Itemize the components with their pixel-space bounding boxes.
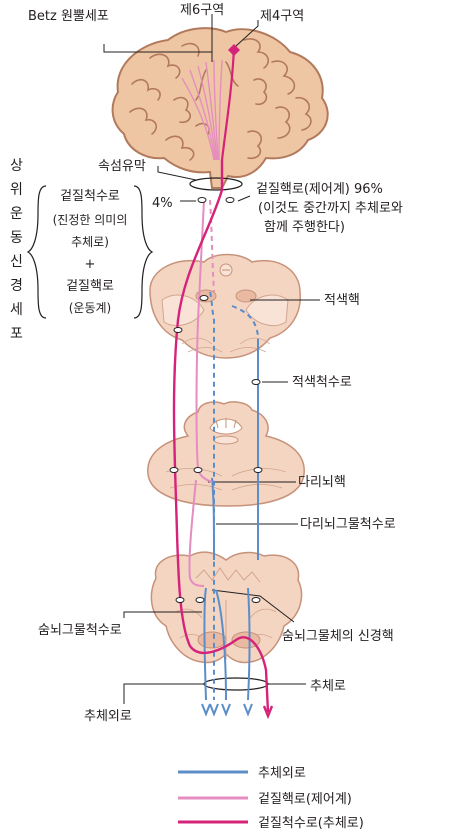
left-brace	[26, 185, 47, 319]
pyramidal-label: 추체로	[310, 679, 346, 694]
area4-label: 제4구역	[260, 9, 304, 24]
betz-cell-marker	[228, 44, 240, 56]
pons-section	[147, 401, 305, 507]
svg-text:+: +	[85, 257, 96, 272]
svg-text:추체로): 추체로)	[71, 235, 109, 249]
pontine-nucleus-label: 다리뇌핵	[298, 475, 346, 490]
cortico-nuclear-note-1: (이것도 중간까지 추체로와	[258, 201, 403, 216]
rubrospinal-label: 적색척수로	[292, 375, 352, 390]
reticular-nucleus-label: 숨뇌그물체의 신경핵	[282, 629, 394, 644]
internal-capsule-label: 속섬유막	[98, 159, 146, 174]
svg-text:운: 운	[10, 206, 23, 222]
svg-text:(진정한 의미의: (진정한 의미의	[53, 213, 128, 227]
legend-label-extrapyramidal: 추체외로	[258, 766, 306, 781]
betz-label: Betz 원뿔세포	[28, 9, 109, 24]
legend-label-cortico-nuclear: 겉질핵로(제어계)	[258, 792, 352, 807]
svg-text:동: 동	[10, 230, 23, 246]
right-brace	[133, 185, 154, 319]
pontoreticulospinal-label: 다리뇌그물척수로	[300, 517, 396, 532]
extrapyramidal-label: 추체외로	[84, 709, 132, 724]
medullary-reticulospinal-label: 숨뇌그물척수로	[38, 623, 122, 638]
svg-text:겉질척수로: 겉질척수로	[60, 189, 120, 204]
legend: 추체외로 겉질핵로(제어계) 겉질척수로(추체로)	[178, 766, 364, 831]
svg-text:세: 세	[10, 302, 23, 318]
svg-text:상: 상	[10, 158, 23, 174]
side-title: 상 위 운 동 신 경 세 포	[10, 158, 23, 342]
red-nucleus-label: 적색핵	[324, 293, 360, 308]
bracket-text: 겉질척수로 (진정한 의미의 추체로) + 겉질핵로 (운동계)	[53, 189, 128, 315]
tracts	[172, 160, 274, 720]
area6-label: 제6구역	[180, 3, 224, 18]
svg-text:위: 위	[10, 182, 23, 198]
midbrain-section	[149, 253, 301, 359]
brain-illustration	[111, 27, 329, 189]
pct4-label: 4%	[152, 196, 173, 211]
svg-text:(운동계): (운동계)	[69, 301, 111, 315]
tract-markers	[169, 197, 263, 603]
cortico-nuclear-note-2: 함께 주행한다)	[264, 219, 345, 235]
svg-text:포: 포	[10, 326, 23, 342]
svg-text:경: 경	[10, 278, 23, 294]
internal-capsule-ellipse	[189, 177, 243, 191]
area4-fiber	[220, 47, 236, 161]
cortico-nuclear-label: 겉질핵로(제어계) 96%	[256, 182, 383, 197]
svg-text:신: 신	[10, 254, 23, 270]
legend-label-pyramidal: 겉질척수로(추체로)	[258, 816, 364, 831]
svg-text:겉질핵로: 겉질핵로	[66, 279, 114, 294]
